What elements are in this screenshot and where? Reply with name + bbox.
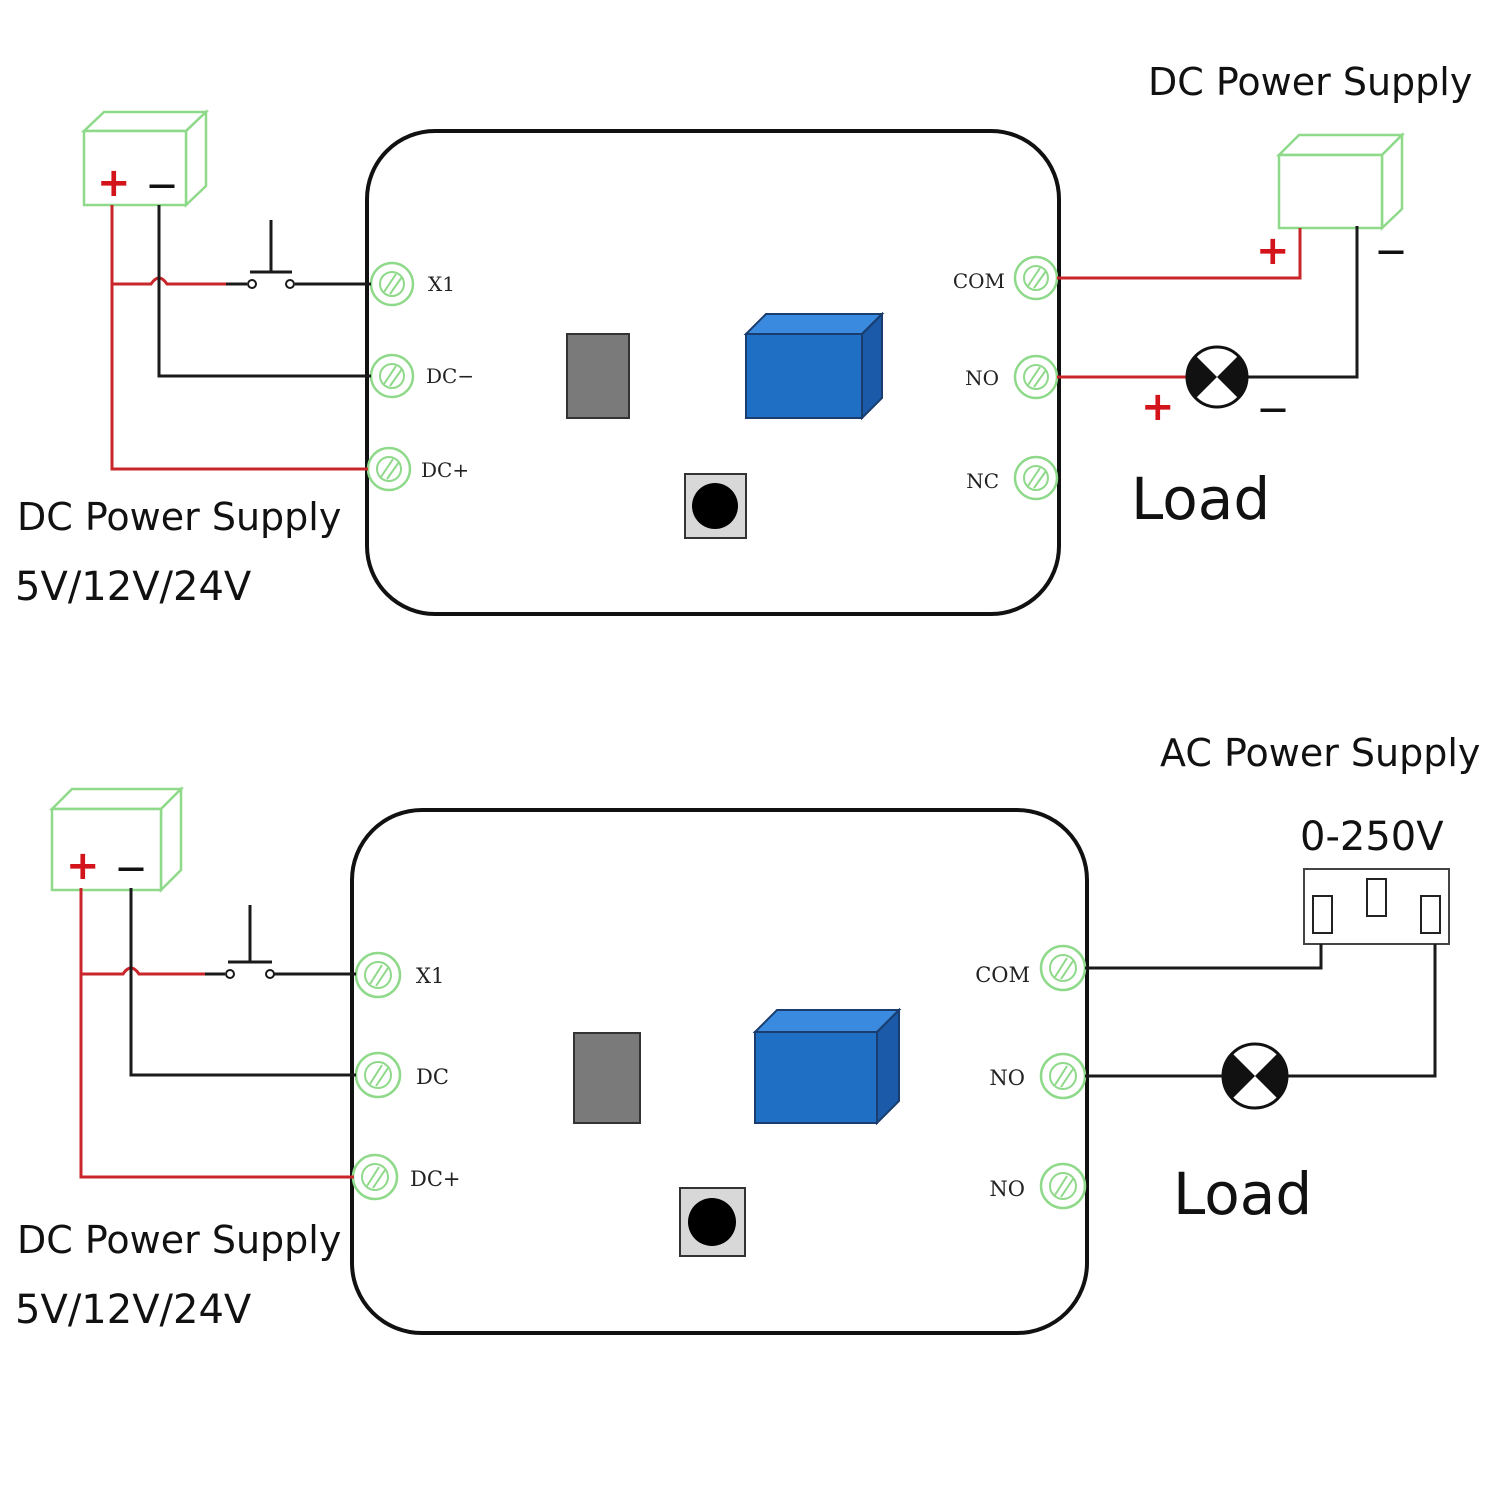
top-terminal-dc-minus [369, 353, 415, 399]
top-terminal-dc-plus [366, 446, 412, 492]
bottom-terminal-no-2 [1039, 1162, 1087, 1210]
bottom-push-switch-icon [205, 905, 275, 979]
top-lamp-icon [1185, 345, 1249, 409]
bottom-input-supply-voltage: 5V/12V/24V [15, 1287, 252, 1333]
bottom-terminal-x1 [354, 951, 402, 999]
top-label-dc-minus: DC− [426, 364, 474, 388]
bottom-label-com: COM [975, 963, 1030, 987]
bottom-load-label: Load [1173, 1160, 1312, 1228]
top-label-no: NO [965, 366, 999, 390]
bottom-module-board [350, 808, 1089, 1335]
top-load-minus-sign: — [1259, 392, 1287, 425]
top-input-supply-title: DC Power Supply [17, 495, 341, 539]
bottom-input-minus-sign: — [117, 851, 145, 884]
bottom-label-no-2: NO [989, 1177, 1025, 1201]
bottom-label-x1: X1 [416, 964, 444, 988]
top-label-dc-plus: DC+ [421, 458, 469, 482]
top-input-minus-sign: — [148, 168, 176, 201]
bottom-load-supply-title: AC Power Supply [1160, 731, 1480, 775]
top-terminal-no [1013, 354, 1059, 400]
top-diagram: X1 DC− DC+ COM NO NC [15, 60, 1472, 616]
top-board-button [684, 473, 747, 539]
top-terminal-nc [1013, 455, 1059, 501]
bottom-terminal-no [1039, 1052, 1087, 1100]
top-label-com: COM [953, 269, 1005, 293]
top-label-x1: X1 [428, 272, 455, 296]
top-input-plus-sign: + [97, 160, 131, 206]
top-push-switch-icon [226, 220, 295, 289]
top-input-supply-box [80, 109, 210, 208]
top-load-supply-minus-sign: — [1377, 234, 1405, 267]
bottom-diagram: X1 DC DC+ COM NO NO [15, 731, 1480, 1335]
bottom-label-dc-plus: DC+ [410, 1167, 461, 1191]
top-load-plus-sign: + [1141, 384, 1175, 430]
bottom-lamp-icon [1221, 1042, 1289, 1110]
top-load-supply-title: DC Power Supply [1148, 60, 1472, 104]
bottom-input-wiring [79, 888, 356, 1179]
bottom-load-supply-voltage: 0-250V [1300, 814, 1444, 860]
top-terminal-x1 [369, 261, 415, 307]
bottom-relay-block-icon [752, 1007, 902, 1126]
top-chip [566, 333, 630, 419]
top-terminal-com [1013, 255, 1059, 301]
top-module-board [365, 129, 1061, 616]
top-input-supply-voltage: 5V/12V/24V [15, 564, 252, 610]
bottom-label-no: NO [989, 1066, 1025, 1090]
top-load-label: Load [1131, 465, 1270, 533]
bottom-terminal-com [1039, 944, 1087, 992]
top-load-supply-plus-sign: + [1256, 228, 1290, 274]
bottom-terminal-dc [354, 1051, 402, 1099]
bottom-ac-socket-icon [1303, 868, 1450, 945]
bottom-input-supply-box [48, 785, 185, 894]
top-input-wiring [110, 205, 371, 471]
bottom-label-dc: DC [416, 1065, 449, 1089]
top-label-nc: NC [966, 469, 999, 493]
bottom-input-supply-title: DC Power Supply [17, 1218, 341, 1262]
bottom-input-plus-sign: + [66, 843, 100, 889]
bottom-board-button [679, 1187, 746, 1257]
bottom-terminal-dc-plus [351, 1153, 399, 1201]
bottom-chip [573, 1032, 641, 1124]
top-load-supply-box [1275, 131, 1406, 231]
top-load-wiring [1057, 226, 1359, 379]
bottom-load-wiring [1085, 944, 1437, 1078]
top-relay-block-icon [743, 311, 885, 421]
